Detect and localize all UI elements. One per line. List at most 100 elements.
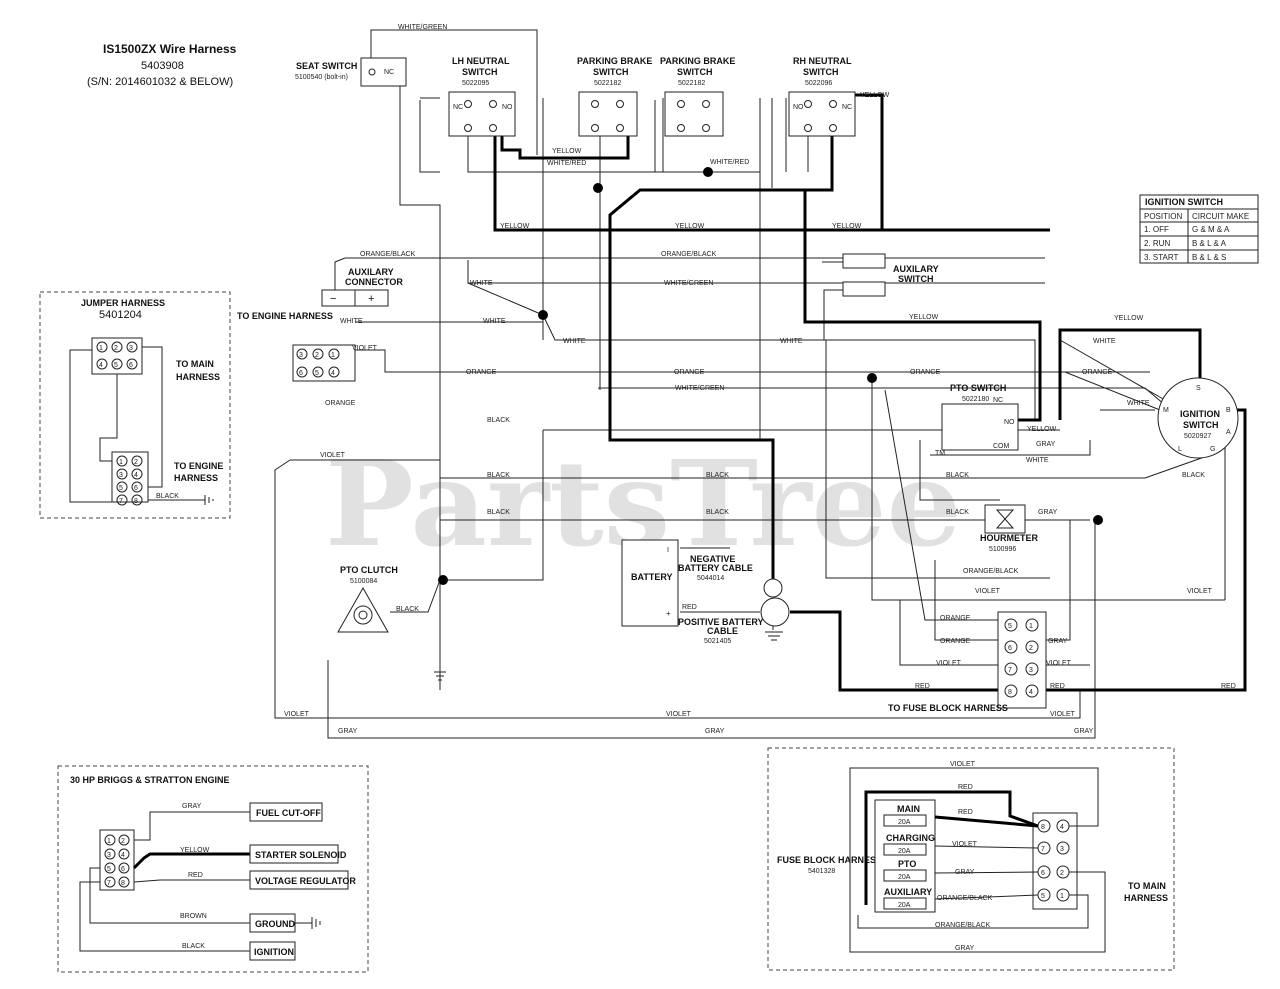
- svg-text:8: 8: [121, 880, 125, 887]
- auxiliary-connector: AUXILARY CONNECTOR − +: [321, 267, 403, 307]
- svg-text:NC: NC: [842, 104, 852, 111]
- svg-text:NEGATIVE: NEGATIVE: [690, 554, 735, 564]
- svg-text:YELLOW: YELLOW: [832, 223, 862, 230]
- svg-text:IGNITION: IGNITION: [254, 947, 294, 957]
- svg-text:1. OFF: 1. OFF: [1144, 225, 1169, 234]
- svg-text:GRAY: GRAY: [182, 803, 202, 810]
- svg-text:WHITE: WHITE: [483, 318, 506, 325]
- svg-text:6: 6: [121, 866, 125, 873]
- engine-frame: [57, 765, 369, 973]
- svg-text:ORANGE/BLACK: ORANGE/BLACK: [661, 251, 717, 258]
- engine-section: 30 HP BRIGGS & STRATTON ENGINE 1 2 3 4 5…: [70, 775, 356, 961]
- svg-text:AUXILARY: AUXILARY: [348, 267, 394, 277]
- battery-cables: NEGATIVE BATTERY CABLE 5044014 POSITIVE …: [678, 554, 790, 645]
- svg-text:BLACK: BLACK: [706, 472, 729, 479]
- svg-text:2: 2: [114, 345, 118, 352]
- lh-neutral-switch: LH NEUTRAL SWITCH 5022095 NC NO: [448, 56, 516, 137]
- svg-text:BROWN: BROWN: [180, 913, 207, 920]
- svg-text:NC: NC: [384, 69, 394, 76]
- svg-text:5021405: 5021405: [704, 638, 731, 645]
- svg-text:VIOLET: VIOLET: [1050, 711, 1076, 718]
- svg-text:6: 6: [1008, 645, 1012, 652]
- svg-text:AUXILIARY: AUXILIARY: [884, 887, 932, 897]
- svg-text:5022096: 5022096: [805, 80, 832, 87]
- svg-text:L: L: [1178, 446, 1182, 453]
- svg-text:20A: 20A: [898, 848, 911, 855]
- seat-switch: NC SEAT SWITCH 5100540 (bolt-in): [295, 57, 407, 87]
- svg-text:3: 3: [1060, 846, 1064, 853]
- svg-text:BLACK: BLACK: [396, 606, 419, 613]
- svg-text:VIOLET: VIOLET: [320, 452, 346, 459]
- svg-text:20A: 20A: [898, 819, 911, 826]
- pto-switch: PTO SWITCH 5022180 NC NO COM: [941, 383, 1019, 451]
- svg-text:ORANGE/BLACK: ORANGE/BLACK: [937, 895, 993, 902]
- fuse-block-section: FUSE BLOCK HARNESS 5401328 TO MAIN HARNE…: [777, 761, 1168, 953]
- svg-text:NO: NO: [502, 104, 513, 111]
- ignition-table: IGNITION SWITCH POSITION CIRCUIT MAKE 1.…: [1139, 194, 1259, 264]
- svg-text:SWITCH: SWITCH: [593, 67, 629, 77]
- svg-text:ORANGE: ORANGE: [940, 638, 971, 645]
- svg-text:HARNESS: HARNESS: [174, 473, 218, 483]
- svg-text:PTO: PTO: [898, 859, 916, 869]
- svg-text:BLACK: BLACK: [487, 417, 510, 424]
- svg-text:ORANGE/BLACK: ORANGE/BLACK: [360, 251, 416, 258]
- svg-text:5: 5: [107, 866, 111, 873]
- svg-text:BLACK: BLACK: [487, 509, 510, 516]
- svg-text:6: 6: [134, 485, 138, 492]
- svg-text:5022095: 5022095: [462, 80, 489, 87]
- svg-text:PARKING BRAKE: PARKING BRAKE: [660, 56, 735, 66]
- to-engine-harness-label: TO ENGINE HARNESS: [237, 311, 333, 321]
- svg-text:BLACK: BLACK: [946, 472, 969, 479]
- svg-text:GRAY: GRAY: [1036, 441, 1056, 448]
- svg-text:5: 5: [114, 362, 118, 369]
- svg-text:GRAY: GRAY: [1038, 509, 1058, 516]
- svg-text:WHITE/GREEN: WHITE/GREEN: [664, 280, 713, 287]
- svg-text:RED: RED: [188, 872, 203, 879]
- svg-text:7: 7: [1008, 667, 1012, 674]
- svg-text:BATTERY: BATTERY: [631, 572, 673, 582]
- svg-text:IGNITION: IGNITION: [1180, 409, 1220, 419]
- svg-text:B & L & S: B & L & S: [1192, 253, 1226, 262]
- svg-text:YELLOW: YELLOW: [860, 92, 890, 99]
- svg-text:SWITCH: SWITCH: [677, 67, 713, 77]
- svg-text:B & L & A: B & L & A: [1192, 239, 1227, 248]
- svg-text:RED: RED: [958, 809, 973, 816]
- svg-text:NC: NC: [453, 104, 463, 111]
- svg-text:1: 1: [99, 345, 103, 352]
- svg-text:ORANGE/BLACK: ORANGE/BLACK: [963, 568, 1019, 575]
- hourmeter: HOURMETER 5100996: [980, 504, 1038, 553]
- to-fuse-block-label: TO FUSE BLOCK HARNESS: [888, 703, 1008, 713]
- svg-text:ORANGE/BLACK: ORANGE/BLACK: [935, 922, 991, 929]
- jumper-harness: JUMPER HARNESS 5401204 1 2 3 4 5 6 TO MA…: [69, 298, 223, 506]
- svg-text:VIOLET: VIOLET: [666, 711, 692, 718]
- svg-text:HARNESS: HARNESS: [1124, 893, 1168, 903]
- main-connector: 5 6 7 8 1 2 3 4: [997, 611, 1047, 709]
- svg-text:7: 7: [119, 498, 123, 505]
- svg-text:5020927: 5020927: [1184, 433, 1211, 440]
- battery: BATTERY I +: [621, 539, 679, 627]
- svg-text:YELLOW: YELLOW: [1027, 426, 1057, 433]
- svg-text:MAIN: MAIN: [897, 804, 920, 814]
- svg-text:8: 8: [1008, 689, 1012, 696]
- svg-text:PARKING BRAKE: PARKING BRAKE: [577, 56, 652, 66]
- svg-text:ORANGE: ORANGE: [910, 369, 941, 376]
- svg-text:YELLOW: YELLOW: [500, 223, 530, 230]
- svg-text:3: 3: [119, 472, 123, 479]
- svg-text:20A: 20A: [898, 874, 911, 881]
- svg-text:YELLOW: YELLOW: [675, 223, 705, 230]
- svg-text:NO: NO: [1004, 419, 1015, 426]
- svg-text:CHARGING: CHARGING: [886, 833, 935, 843]
- svg-text:NC: NC: [993, 397, 1003, 404]
- svg-text:5100084: 5100084: [350, 578, 377, 585]
- svg-text:7: 7: [107, 880, 111, 887]
- svg-text:5100540 (bolt-in): 5100540 (bolt-in): [295, 74, 348, 81]
- svg-text:5: 5: [1008, 623, 1012, 630]
- svg-text:1: 1: [1060, 893, 1064, 900]
- svg-text:ORANGE: ORANGE: [940, 615, 971, 622]
- svg-text:5: 5: [1041, 893, 1045, 900]
- svg-text:WHITE: WHITE: [1093, 338, 1116, 345]
- svg-text:I: I: [667, 547, 669, 554]
- svg-text:6: 6: [299, 370, 303, 377]
- svg-text:+: +: [368, 293, 374, 305]
